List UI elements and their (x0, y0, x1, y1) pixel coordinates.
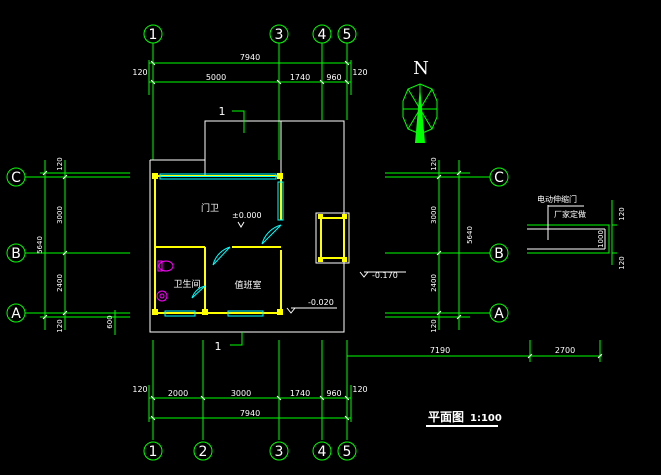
right-axis-B: B (494, 246, 504, 262)
room-guard-label: 门卫 (201, 202, 219, 214)
right-bottom-dimension-lines (347, 340, 603, 362)
top-edge-right: 120 (352, 68, 367, 77)
bottom-dim-3: 1740 (290, 389, 310, 398)
bottom-axis-bubbles: 1 2 3 4 5 (143, 441, 357, 461)
gate-label: 电动伸缩门 (537, 194, 577, 204)
right-axis-A: A (494, 306, 504, 322)
level-outdoor-1: -0.170 (372, 271, 398, 280)
left-dim-2: 2400 (56, 274, 64, 292)
right-axis-bubbles: C B A (489, 167, 509, 323)
top-edge-left: 120 (132, 68, 147, 77)
left-dim-1: 3000 (56, 206, 64, 224)
level-floor: ±0.000 (232, 211, 262, 220)
left-axis-B: B (11, 246, 21, 262)
bottom-dim-1: 2000 (168, 389, 188, 398)
bottom-dimension-lines (148, 340, 352, 440)
right-edge-top: 120 (430, 157, 438, 170)
bottom-axis-4: 4 (318, 444, 327, 460)
top-axis-1: 1 (149, 27, 158, 43)
right-dimension-lines (385, 160, 490, 330)
room-duty-label: 值班室 (234, 279, 261, 291)
north-label: N (413, 58, 429, 79)
gate-dim-top: 120 (618, 207, 626, 220)
section-marks (230, 110, 245, 346)
top-axis-5: 5 (343, 27, 352, 43)
right-edge-bottom: 120 (430, 319, 438, 332)
left-edge-bottom: 120 (56, 319, 64, 332)
top-axis-4: 4 (318, 27, 327, 43)
top-dimension-lines (148, 43, 352, 160)
top-dim-2: 1740 (290, 73, 310, 82)
left-edge-top: 120 (56, 157, 64, 170)
gate-dim-width: 1000 (597, 230, 605, 248)
top-dim-3: 960 (326, 73, 341, 82)
windows (159, 173, 284, 317)
level-markers (237, 221, 406, 314)
top-dim-1: 5000 (206, 73, 226, 82)
right-dim-2: 2400 (430, 274, 438, 292)
toilet-fixtures (156, 260, 174, 302)
right-dim-1: 3000 (430, 206, 438, 224)
bottom-overall-dim: 7940 (240, 409, 260, 418)
drawing-title: 平面图 1:100 (428, 410, 502, 424)
bottom-dim-2: 3000 (231, 389, 251, 398)
section-mark-bottom: 1 (215, 340, 222, 353)
left-axis-A: A (11, 306, 21, 322)
bottom-axis-5: 5 (343, 444, 352, 460)
left-offset-dim: 600 (106, 315, 114, 328)
level-outdoor-2: -0.020 (308, 298, 334, 307)
columns (152, 173, 283, 315)
north-arrow-icon (402, 83, 438, 143)
section-mark-top: 1 (219, 105, 226, 118)
top-axis-3: 3 (275, 27, 284, 43)
right-bottom-dim-2: 2700 (555, 346, 575, 355)
bottom-axis-3: 3 (275, 444, 284, 460)
left-axis-C: C (11, 170, 21, 186)
left-dimension-lines (25, 160, 130, 335)
room-wc-label: 卫生间 (173, 278, 200, 290)
gate-detail (527, 200, 617, 265)
gate-note: 厂家定做 (554, 209, 586, 219)
top-overall-dim: 7940 (240, 53, 260, 62)
gate-dim-bottom: 120 (618, 256, 626, 269)
right-axis-C: C (494, 170, 504, 186)
bottom-axis-2: 2 (199, 444, 208, 460)
gate-pier (315, 212, 350, 264)
left-overall-dim: 5640 (36, 236, 44, 254)
top-axis-bubbles: 1 3 4 5 (143, 24, 357, 44)
doors (191, 224, 282, 299)
drawing-title-name: 平面图 (428, 410, 464, 424)
bottom-dim-4: 960 (326, 389, 341, 398)
right-overall-dim: 5640 (466, 226, 474, 244)
left-axis-bubbles: C B A (6, 167, 26, 323)
right-bottom-dim-1: 7190 (430, 346, 450, 355)
bottom-edge-left: 120 (132, 385, 147, 394)
drawing-scale: 1:100 (470, 413, 502, 424)
bottom-axis-1: 1 (149, 444, 158, 460)
bottom-edge-right: 120 (352, 385, 367, 394)
